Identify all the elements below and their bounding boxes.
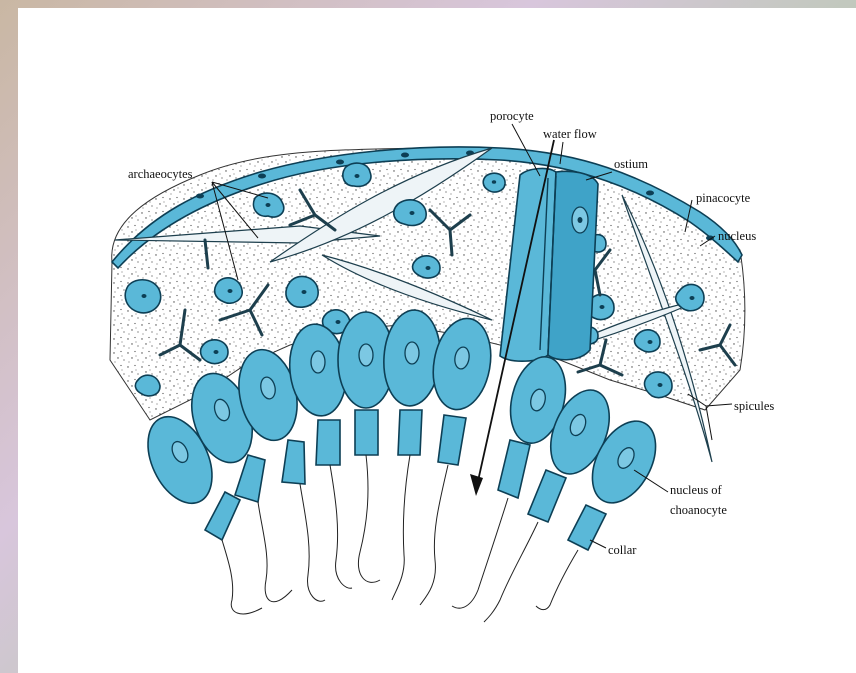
label-collar: collar [608, 543, 637, 557]
label-ostium: ostium [614, 157, 648, 171]
label-nucleus-of-choanocyte-line1: nucleus of [670, 483, 723, 497]
label-nucleus: nucleus [718, 229, 756, 243]
label-nucleus-of-choanocyte-line2: choanocyte [670, 503, 727, 517]
label-archaeocytes: archaeocytes [128, 167, 193, 181]
label-spicules: spicules [734, 399, 774, 413]
choanocyte [381, 308, 444, 600]
label-pinacocyte: pinacocyte [696, 191, 751, 205]
label-water-flow: water flow [543, 127, 597, 141]
label-porocyte: porocyte [490, 109, 534, 123]
